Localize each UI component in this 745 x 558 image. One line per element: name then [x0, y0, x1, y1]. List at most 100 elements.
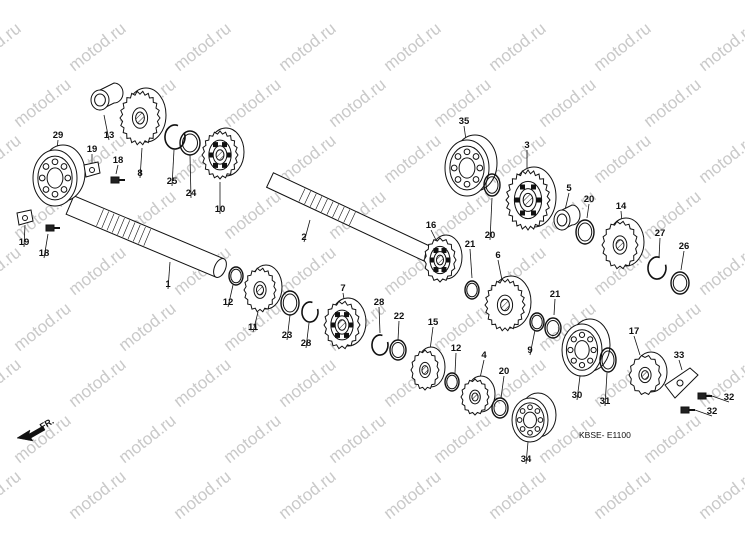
part-number-label: 12: [223, 297, 234, 308]
part-number-label: 26: [679, 241, 690, 252]
leader-line: [378, 306, 381, 334]
setting-plate-19-lower: [16, 209, 34, 226]
gear-7: [323, 297, 367, 350]
drive-sprocket-17: [628, 351, 668, 396]
part-number-label: 11: [248, 322, 259, 333]
bolt-18-upper: [110, 176, 125, 184]
gear-14: [601, 217, 645, 270]
mainshaft-1: [65, 195, 227, 278]
part-number-label: 32: [724, 392, 735, 403]
gear-6: [484, 275, 532, 332]
part-number-label: 25: [167, 176, 178, 187]
part-number-label: 33: [674, 350, 685, 361]
washer-12-mid: [444, 372, 460, 392]
part-number-label: 13: [104, 130, 115, 141]
part-number-label: 7: [340, 283, 345, 294]
bolt-18-lower: [45, 224, 60, 232]
bushing-13: [90, 82, 124, 111]
circlip-27: [647, 256, 667, 280]
leader-line: [694, 409, 713, 417]
part-number-label: 8: [137, 168, 142, 179]
leader-line: [711, 395, 730, 403]
leader-line: [553, 298, 556, 316]
part-number-label: 32: [707, 406, 718, 417]
leader-line: [305, 322, 310, 349]
leader-line: [658, 237, 661, 259]
part-number-label: 2: [301, 232, 306, 243]
part-number-label: 4: [481, 350, 487, 361]
leader-line: [115, 164, 119, 175]
leader-line: [529, 329, 536, 356]
washer-26: [670, 271, 690, 295]
part-number-label: 18: [113, 155, 124, 166]
gear-11: [243, 264, 283, 313]
part-number-label: 9: [527, 345, 532, 356]
leader-line: [171, 149, 175, 187]
leader-line: [633, 335, 641, 356]
bushing-5: [553, 204, 581, 231]
bearing-29: [32, 144, 86, 207]
part-number-label: 3: [524, 140, 529, 151]
circlip-28-mid: [371, 334, 389, 356]
part-number-label: 15: [428, 317, 439, 328]
leader-line: [23, 224, 26, 248]
leader-line: [564, 192, 570, 211]
leader-line: [586, 203, 590, 219]
part-number-label: 16: [426, 220, 437, 231]
part-drawings: [16, 82, 712, 443]
bearing-30: [561, 318, 611, 377]
leader-lines: [23, 114, 730, 465]
bolt-32-lower: [680, 406, 695, 414]
washer-20-mid: [491, 397, 509, 419]
part-number-label: 10: [215, 204, 226, 215]
part-number-label: 29: [53, 130, 64, 141]
part-number-labels: 1234567891011121213141516171818191920202…: [19, 116, 735, 465]
leader-line: [430, 229, 437, 241]
leader-line: [103, 114, 110, 141]
gear-10: [201, 127, 245, 180]
part-number-label: 23: [282, 330, 293, 341]
part-number-label: 28: [301, 338, 312, 349]
countershaft-2: [265, 172, 436, 263]
washer-22: [389, 339, 407, 361]
part-number-label: 18: [39, 248, 50, 259]
leader-line: [454, 352, 457, 374]
leader-line: [429, 326, 434, 351]
front-direction-arrow: FR.: [16, 416, 56, 442]
washer-24: [179, 130, 201, 156]
leader-line: [227, 284, 234, 308]
part-number-label: 35: [459, 116, 470, 127]
leader-line: [500, 375, 505, 399]
front-direction-label: FR.: [38, 416, 56, 432]
washer-12-left: [228, 266, 244, 286]
leader-line: [469, 248, 473, 279]
part-number-label: 14: [616, 201, 627, 212]
bearing-34: [511, 392, 557, 443]
leader-line: [397, 320, 400, 341]
fixing-plate-33: [664, 367, 699, 399]
leader-line: [303, 219, 311, 243]
bearing-35: [444, 134, 498, 197]
leader-line: [497, 259, 503, 281]
circlip-28-left: [301, 301, 319, 323]
washer-20-right: [575, 219, 595, 245]
part-number-label: 12: [451, 343, 462, 354]
part-number-label: 20: [485, 230, 496, 241]
leader-line: [286, 314, 291, 341]
part-number-label: 34: [521, 454, 532, 465]
gear-15: [410, 346, 446, 391]
washer-20-top: [483, 173, 501, 197]
leader-line: [167, 261, 171, 290]
leader-line: [489, 197, 493, 241]
bolt-32-upper: [697, 392, 712, 400]
part-number-label: 30: [572, 390, 583, 401]
part-number-label: 31: [600, 396, 611, 407]
washer-9: [529, 312, 545, 332]
leader-line: [680, 250, 685, 271]
part-number-label: 5: [566, 183, 572, 194]
circlip-25: [164, 124, 186, 150]
leader-line: [576, 375, 581, 401]
part-number-label: 21: [465, 239, 476, 250]
part-number-label: 20: [499, 366, 510, 377]
